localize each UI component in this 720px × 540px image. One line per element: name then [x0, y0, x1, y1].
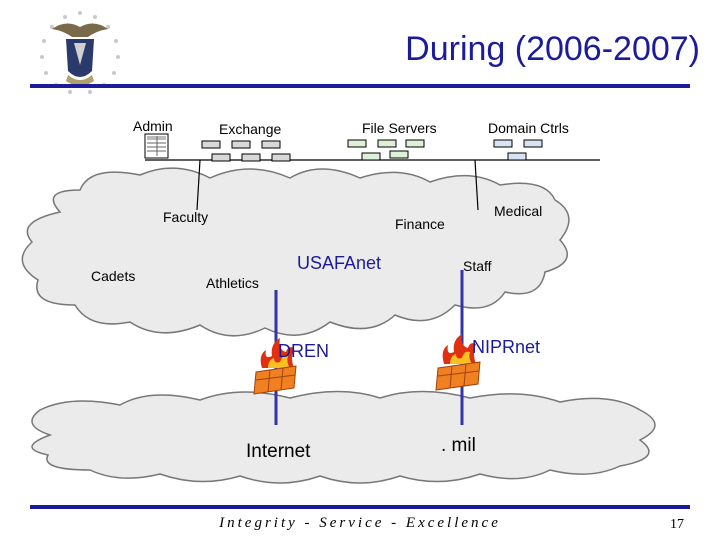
admin-server-label: Admin: [133, 118, 173, 134]
domain-controller-group-icon: [493, 139, 543, 161]
title-divider-bar: [30, 84, 690, 88]
exchange-server-group-icon: [201, 140, 291, 162]
finance-label: Finance: [395, 216, 445, 232]
usafanet-cloud: [21, 167, 570, 337]
cadets-label: Cadets: [91, 268, 136, 284]
footer-divider-bar: [30, 505, 690, 509]
file-servers-label: File Servers: [362, 120, 437, 136]
file-server-group-icon: [347, 139, 425, 161]
dren-firewall-icon: [253, 338, 297, 395]
page-number: 17: [670, 517, 684, 532]
domain-ctrls-label: Domain Ctrls: [488, 120, 569, 136]
internet-label: Internet: [246, 441, 311, 462]
slide-title: During (2006-2007): [405, 30, 700, 68]
faculty-drop-line: [196, 159, 201, 211]
finance-drop-line: [474, 159, 479, 211]
admin-server-icon: [144, 133, 169, 159]
internet-cloud: [31, 390, 656, 484]
dren-label: DREN: [278, 341, 330, 361]
footer-motto: Integrity - Service - Excellence: [219, 515, 501, 531]
usafanet-label: USAFAnet: [297, 253, 382, 273]
athletics-label: Athletics: [206, 275, 259, 291]
mil-label: . mil: [441, 435, 476, 456]
exchange-server-label: Exchange: [219, 121, 282, 137]
niprnet-label: NIPRnet: [472, 337, 541, 357]
usafa-emblem-logo: [30, 5, 130, 97]
staff-label: Staff: [463, 258, 492, 274]
network-diagram: [21, 133, 656, 484]
niprnet-firewall-icon: [435, 334, 481, 391]
faculty-label: Faculty: [163, 209, 209, 225]
medical-label: Medical: [494, 203, 543, 219]
